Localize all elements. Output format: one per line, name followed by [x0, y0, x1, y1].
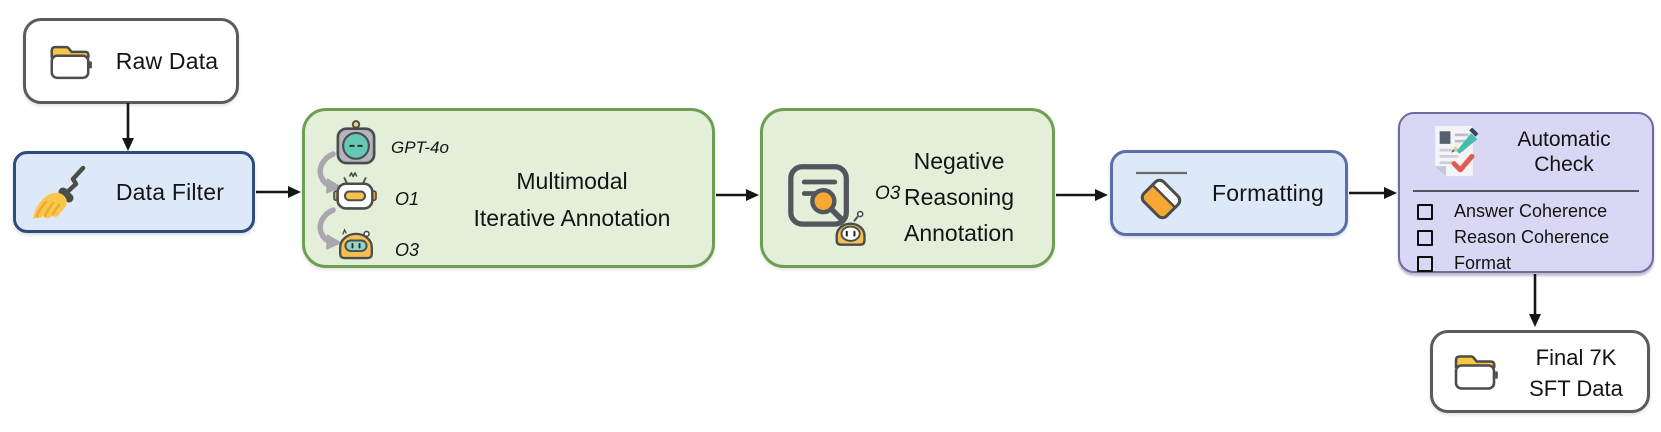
- negative-annotation-label: Negative Reasoning Annotation: [904, 148, 1014, 246]
- o1-robot-icon: [333, 172, 377, 210]
- checkbox-icon: [1417, 255, 1433, 272]
- data-filter-label: Data Filter: [115, 178, 225, 205]
- model-label-o1: O1: [395, 189, 420, 209]
- node-negative-annotation: O3 Negative Reasoning Annotation: [760, 108, 1055, 268]
- arrow-negative-to-formatting: [1056, 189, 1108, 201]
- model-label-o3-negative: O3: [875, 183, 901, 204]
- checklist-pencil-icon: [1435, 125, 1479, 177]
- eraser-icon: [1136, 171, 1187, 220]
- checkbox-icon: [1417, 229, 1433, 246]
- node-formatting: Formatting: [1110, 150, 1348, 236]
- checkbox-icon: [1417, 203, 1433, 220]
- arrow-check-to-final: [1529, 274, 1541, 327]
- node-data-filter: Data Filter: [13, 151, 255, 233]
- node-raw-data: Raw Data: [23, 18, 239, 104]
- gpt4o-robot-icon: [336, 120, 376, 165]
- check-item: Format: [1417, 253, 1609, 274]
- arrow-formatting-to-check: [1349, 187, 1397, 199]
- folder-icon: [1454, 355, 1498, 390]
- check-item: Reason Coherence: [1417, 227, 1609, 248]
- divider: [1413, 190, 1639, 192]
- check-item-label: Answer Coherence: [1454, 201, 1608, 221]
- curved-arrow-icon: [317, 207, 342, 250]
- arrow-raw-to-filter: [122, 103, 134, 151]
- model-label-gpt4o: GPT-4o: [391, 138, 449, 157]
- folder-icon: [50, 45, 92, 80]
- model-label-o3: O3: [395, 240, 420, 260]
- node-final-data: Final 7K SFT Data: [1430, 330, 1650, 413]
- check-item-label: Format: [1454, 253, 1512, 273]
- o3-robot-icon: [339, 228, 373, 260]
- automatic-check-title: Automatic Check: [1517, 128, 1611, 176]
- final-data-label: Final 7K SFT Data: [1529, 345, 1623, 401]
- raw-data-label: Raw Data: [115, 47, 219, 74]
- multimodal-annotation-label: Multimodal Iterative Annotation: [473, 168, 671, 231]
- formatting-label: Formatting: [1212, 179, 1324, 206]
- check-item: Answer Coherence: [1417, 201, 1609, 222]
- arrow-multimodal-to-negative: [716, 189, 759, 201]
- arrow-filter-to-multimodal: [256, 186, 301, 198]
- check-item-label: Reason Coherence: [1454, 227, 1610, 247]
- document-magnifier-icon: [788, 164, 866, 246]
- curved-arrow-icon: [317, 151, 342, 194]
- check-items: Answer Coherence Reason Coherence Format: [1417, 201, 1609, 274]
- node-multimodal-annotation: GPT-4o O1 O3 Multimodal Iterative Annota…: [302, 108, 715, 268]
- broom-icon: [33, 165, 86, 219]
- node-automatic-check: Automatic Check Answer Coherence Reason …: [1398, 112, 1654, 273]
